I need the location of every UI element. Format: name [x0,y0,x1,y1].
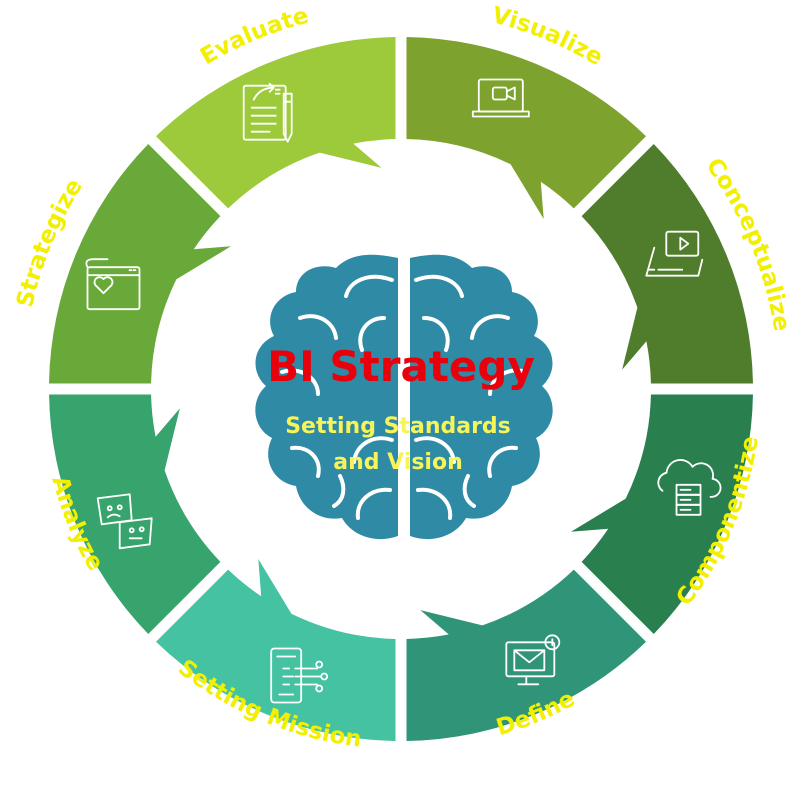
segment-setting-mission [156,559,396,741]
heart-window-icon [85,258,141,311]
wheel-icons [85,78,722,704]
mobile-network-icon [270,647,329,704]
segment-conceptualize [581,144,753,384]
monitor-mail-icon [505,634,561,686]
faces-cards-icon [96,493,153,550]
segment-analyze [49,394,221,634]
center-title: BI Strategy [267,342,535,391]
segment-strategize [49,144,231,384]
segment-visualize [406,37,646,219]
laptop-video-icon [471,78,530,118]
segment-evaluate [156,37,396,209]
brain-icon [255,254,553,540]
segment-componentize [571,394,753,634]
segment-define [406,569,646,741]
video-presentation-icon [645,230,704,277]
document-edit-icon [242,82,293,143]
wheel-segments [49,37,753,741]
center-subtitle-line1: Setting Standards [285,414,511,439]
center-subtitle-line2: and Vision [333,450,463,475]
cloud-server-icon [657,459,722,516]
